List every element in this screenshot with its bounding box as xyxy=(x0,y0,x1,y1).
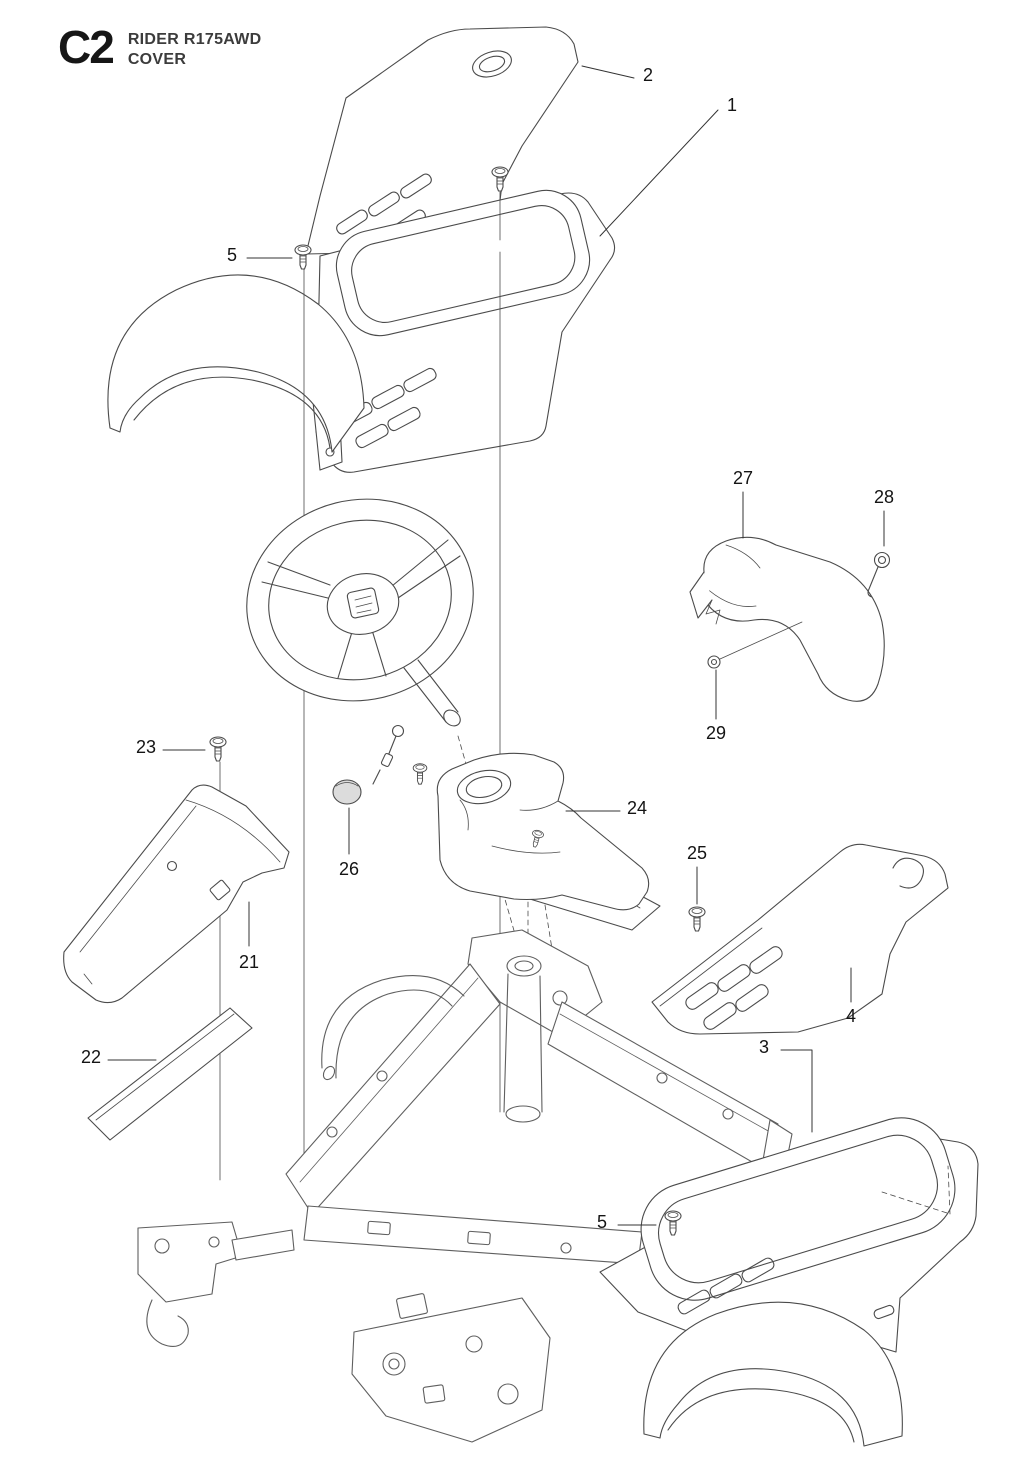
part-28-retainer-key xyxy=(867,551,891,598)
title-texts: RIDER R175AWD COVER xyxy=(128,28,262,69)
part-1-rear-cover xyxy=(107,189,616,473)
leader-lines xyxy=(107,65,885,1226)
model-name: RIDER R175AWD xyxy=(127,31,262,48)
part-3-lower-cover xyxy=(599,1117,979,1447)
steering-wheel xyxy=(246,498,474,785)
title-block: C2 RIDER R175AWD COVER xyxy=(58,21,262,73)
part-27-steering-cover xyxy=(689,536,885,702)
chassis-frame xyxy=(137,929,793,1443)
part-21-side-panel xyxy=(63,784,290,1004)
section-code: C2 xyxy=(58,21,115,73)
part-22-trim-strip xyxy=(87,1007,253,1141)
part-24-fuel-tank xyxy=(412,752,661,931)
part-26-cap xyxy=(332,779,362,805)
section-name: COVER xyxy=(127,51,187,68)
part-29-nut xyxy=(707,621,803,669)
part-4-lower-panel xyxy=(651,843,949,1035)
